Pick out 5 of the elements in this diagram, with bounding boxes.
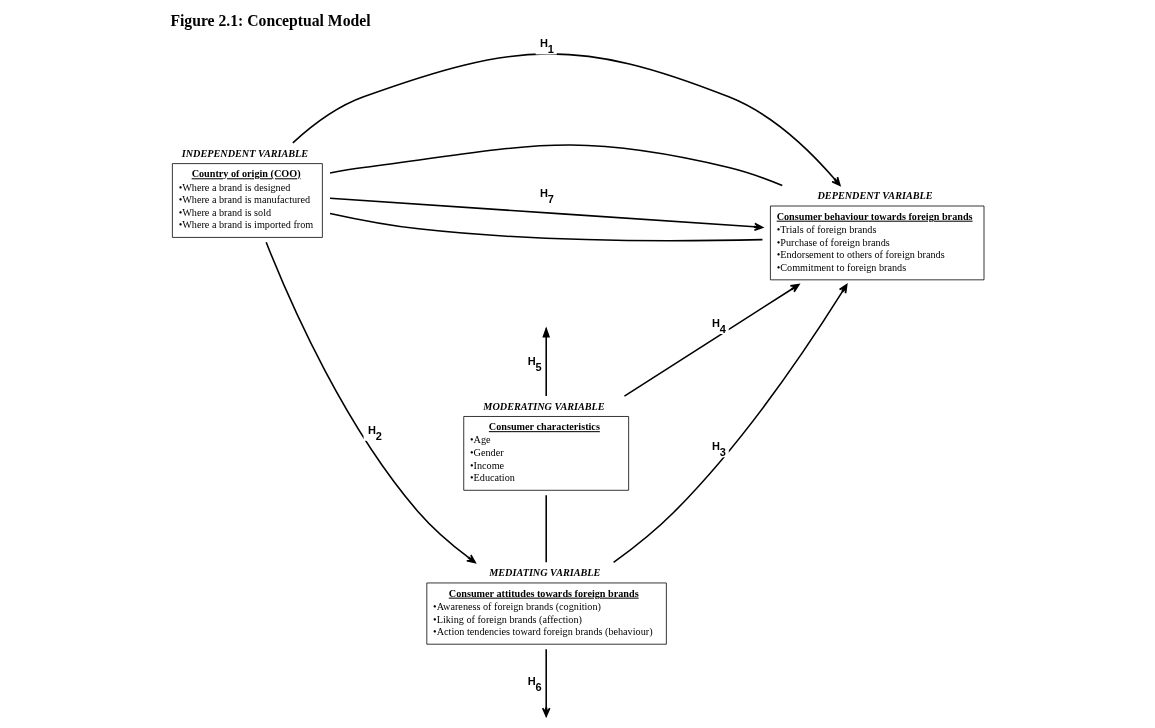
node-label: DEPENDENT VARIABLE	[817, 190, 933, 202]
node-label: MODERATING VARIABLE	[482, 400, 605, 412]
diagram-title: Figure 2.1: Conceptual Model	[169, 12, 371, 30]
node-label: MEDIATING VARIABLE	[488, 567, 600, 579]
node-label: INDEPENDENT VARIABLE	[181, 147, 308, 159]
